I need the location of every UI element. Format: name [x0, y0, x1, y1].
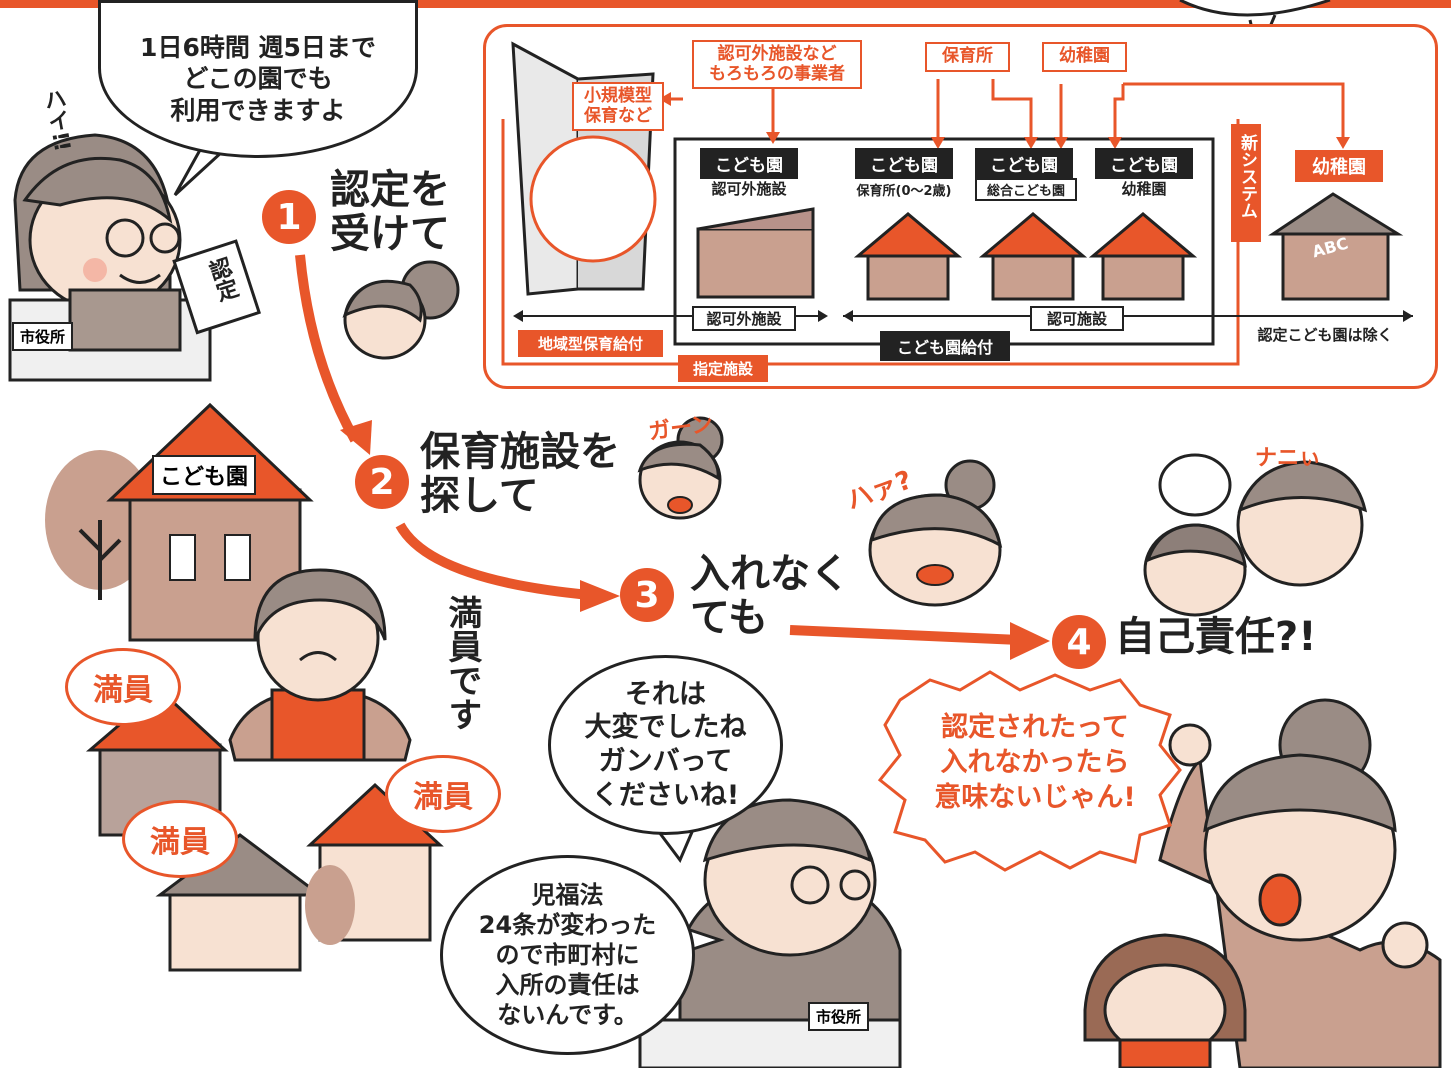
step-4-number: 4 [1052, 615, 1106, 669]
label-hoikusho: 保育所 [925, 42, 1010, 72]
facility-sub-4: 幼稚園 [1121, 180, 1167, 198]
range-ninkagai: 認可外施設 [692, 306, 796, 331]
step-3-text: 入れなく ても [690, 551, 850, 641]
diagram-lines [501, 41, 1413, 366]
range-ninka: 認可施設 [1030, 306, 1124, 331]
step-1-text: 認定を 受けて [330, 167, 450, 257]
full-bubble-2: 満員 [122, 800, 238, 878]
nursery-staff [228, 568, 412, 762]
excluded-note: 認定こども園は除く [1257, 326, 1393, 344]
angry-jagged-bubble [877, 670, 1182, 872]
nani-exclaim: ナニぃ [1255, 446, 1322, 471]
haa-face [868, 459, 1003, 607]
label-ninkagai-jigyosha: 認可外施設など もろもろの事業者 [692, 40, 862, 90]
clerk-bottom [638, 798, 902, 1068]
full-bubble-3: 満員 [385, 755, 501, 833]
shiyakusho-sign-1: 市役所 [12, 322, 74, 351]
kodomoen-tag-3: こども園 [975, 148, 1073, 179]
speech-sorewa: それは 大変でしたね ガンバって くださいね! [548, 655, 783, 835]
step-2-text: 保育施設を 探して [420, 429, 620, 519]
shiyakusho-sign-2: 市役所 [808, 1002, 870, 1031]
label-shoukibo: 小規模型 保育など [572, 82, 664, 132]
speech-top-left: 1日6時間 週5日まで どこの園でも 利用できますよ [98, 0, 418, 158]
kodomoen-tag-4: こども園 [1095, 148, 1193, 179]
kodomoen-tag-1: こども園 [700, 148, 798, 179]
chiiki-kyufu-tag: 地域型保育給付 [518, 330, 663, 357]
facility-sub-3: 総合こども園 [975, 178, 1077, 201]
facility-sub-2: 保育所(0〜2歳) [856, 184, 952, 199]
kodomoen-kyufu-tag: こども園給付 [880, 331, 1010, 361]
angry-speech-text: 認定されたって 入れなかったら 意味ないじゃん! [934, 712, 1136, 814]
step-4-text: 自己責任?! [1115, 614, 1317, 660]
step-2-number: 2 [355, 455, 409, 509]
new-system-label: 新システム [1237, 134, 1257, 219]
facility-sub-1: 認可外施設 [711, 180, 787, 198]
manin-desu-text: 満員です [442, 595, 482, 731]
step-3-number: 3 [620, 568, 674, 622]
top-accent-bar [0, 0, 1451, 8]
crying-child [1083, 933, 1247, 1068]
clerk-top-left [8, 133, 212, 382]
full-bubble-1: 満員 [65, 648, 181, 726]
gaan-face [637, 416, 724, 520]
youchien-right-tag: 幼稚園 [1295, 150, 1383, 182]
shitei-tag: 指定施設 [678, 355, 768, 382]
label-youchien: 幼稚園 [1042, 42, 1127, 72]
kodomoen-tag-2: こども園 [855, 148, 953, 179]
speech-jifukuho: 児福法 24条が変わった ので市町村に 入所の責任は ないんです。 [440, 855, 695, 1055]
step-1-number: 1 [262, 190, 316, 244]
kodomoen-building-sign: こども園 [152, 455, 257, 495]
angry-family-faces [1143, 453, 1368, 617]
mom-face-1 [342, 260, 460, 360]
